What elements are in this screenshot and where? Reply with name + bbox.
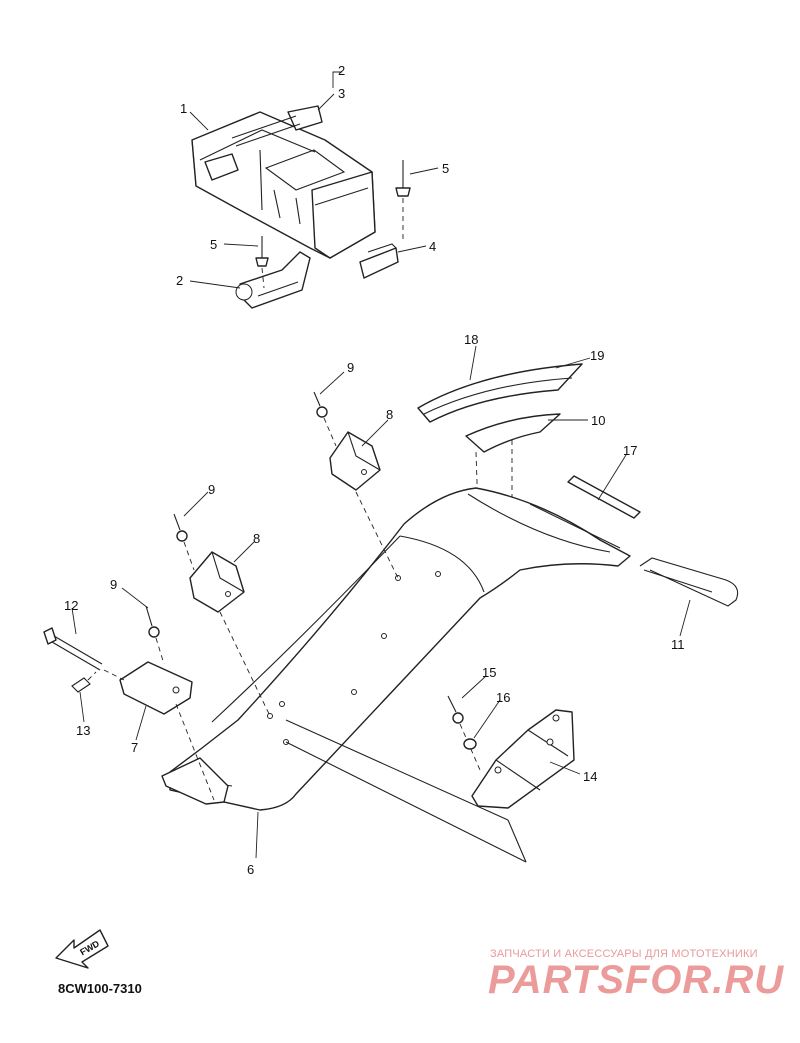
callout-5: 5 <box>442 161 449 176</box>
part-15-screw <box>447 695 481 771</box>
drawing-code: 8CW100-7310 <box>58 981 142 996</box>
part-1-storage-case <box>191 111 376 259</box>
part-2-bracket <box>235 251 311 309</box>
part-7-hinge <box>119 661 215 801</box>
part-8-bracket-upper <box>329 431 399 579</box>
callout-16: 16 <box>496 690 510 705</box>
callout-18: 18 <box>464 332 478 347</box>
part-9-screw-c <box>145 605 165 665</box>
callout-10: 10 <box>591 413 605 428</box>
part-5-screw-lower <box>255 236 269 289</box>
part-17-strip <box>567 475 641 519</box>
callout-19: 19 <box>590 348 604 363</box>
callout-15: 15 <box>482 665 496 680</box>
callout-6: 6 <box>247 862 254 877</box>
watermark-subtitle: ЗАПЧАСТИ И АКСЕССУАРЫ ДЛЯ МОТОТЕХНИКИ <box>490 948 758 960</box>
callout-13: 13 <box>76 723 90 738</box>
part-9-screw-a <box>313 391 337 447</box>
callout-14: 14 <box>583 769 597 784</box>
part-11-rod <box>639 557 739 607</box>
part-13-pin <box>71 671 97 693</box>
part-16-nut <box>463 738 477 750</box>
callout-2: 2 <box>176 273 183 288</box>
callout-7: 7 <box>131 740 138 755</box>
part-4-clip <box>359 243 399 279</box>
callout-9: 9 <box>347 360 354 375</box>
callout-9: 9 <box>110 577 117 592</box>
callout-3: 3 <box>338 86 345 101</box>
part-14-bracket <box>471 709 575 809</box>
callout-8: 8 <box>253 531 260 546</box>
callout-9: 9 <box>208 482 215 497</box>
part-9-screw-b <box>173 513 195 571</box>
part-6-rear-carrier <box>161 487 631 811</box>
part-8-bracket-lower <box>189 551 271 717</box>
callout-11: 11 <box>671 637 685 652</box>
callout-5: 5 <box>210 237 217 252</box>
part-12-bolt <box>43 627 125 681</box>
part-3-strap <box>231 105 323 147</box>
part-18-19-decal <box>417 363 583 423</box>
callout-8: 8 <box>386 407 393 422</box>
leader-lines <box>71 71 691 859</box>
fwd-arrow-icon: FWD <box>55 929 109 969</box>
callout-12: 12 <box>64 598 78 613</box>
callout-1: 1 <box>180 101 187 116</box>
callout-2: 2 <box>338 63 345 78</box>
callout-numbers: 1 2 3 5 5 4 2 18 19 9 8 10 17 9 8 12 9 1… <box>64 63 685 877</box>
part-5-screw-upper <box>395 160 411 242</box>
callout-17: 17 <box>623 443 637 458</box>
watermark-logo: PARTSFOR.RU <box>488 958 785 1002</box>
part-10-decal <box>465 413 561 453</box>
callout-4: 4 <box>429 239 436 254</box>
